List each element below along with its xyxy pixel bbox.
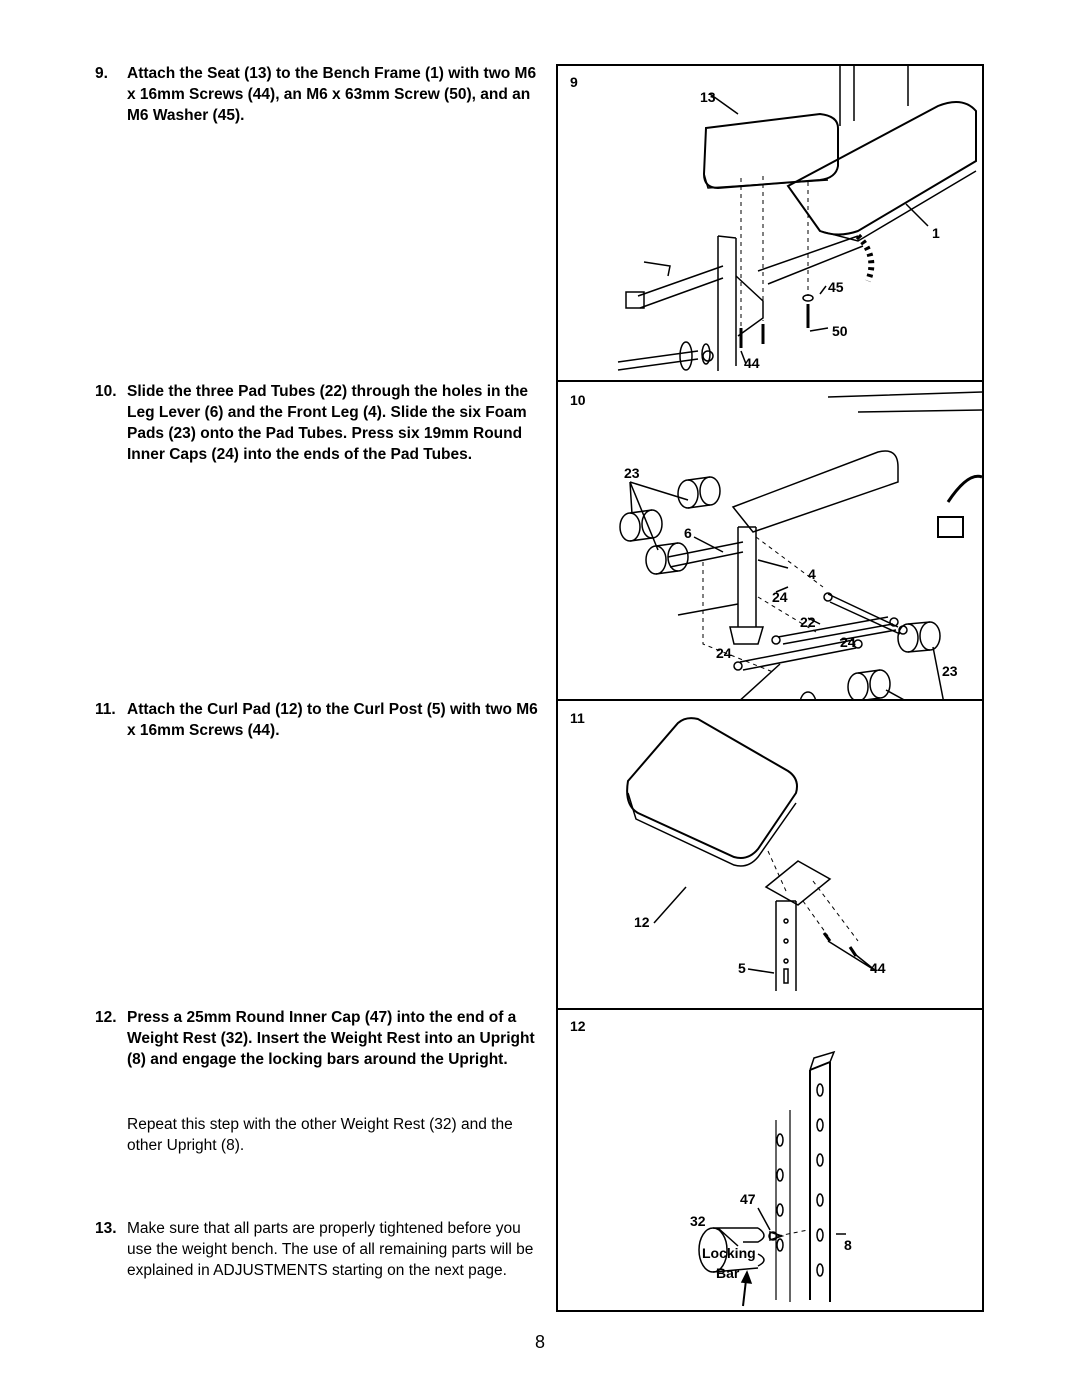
step-12: 12. Press a 25mm Round Inner Cap (47) in… (95, 1007, 545, 1070)
label-44: 44 (870, 960, 886, 976)
label-45: 45 (828, 279, 844, 295)
step-number: 9. (95, 65, 108, 82)
step-10: 10. Slide the three Pad Tubes (22) throu… (95, 381, 545, 465)
label-4: 4 (808, 566, 816, 582)
figure-9-number: 9 (570, 74, 578, 90)
figure-divider (558, 699, 982, 701)
label-44: 44 (744, 355, 760, 371)
label-bar: Bar (716, 1265, 740, 1281)
figure-divider (558, 380, 982, 382)
step-number: 12. (95, 1009, 117, 1026)
step-text: Press a 25mm Round Inner Cap (47) into t… (127, 1009, 535, 1068)
label-22: 22 (800, 614, 816, 630)
label-24-b: 24 (840, 634, 856, 650)
label-24-c: 24 (716, 645, 732, 661)
step-number: 13. (95, 1220, 117, 1237)
label-1: 1 (932, 225, 940, 241)
figure-divider (558, 1008, 982, 1010)
step-13: 13. Make sure that all parts are properl… (95, 1218, 545, 1281)
label-12: 12 (634, 914, 650, 930)
label-5: 5 (738, 960, 746, 976)
figure-12-number: 12 (570, 1018, 586, 1034)
label-8: 8 (844, 1237, 852, 1253)
figure-frame: 9 (556, 64, 984, 1312)
figure-9-seat-assembly: 13 1 45 50 44 (617, 66, 977, 371)
step-text: Slide the three Pad Tubes (22) through t… (127, 383, 529, 463)
label-23-bottom: 23 (942, 663, 958, 679)
step-9: 9. Attach the Seat (13) to the Bench Fra… (95, 63, 545, 126)
label-32: 32 (690, 1213, 706, 1229)
label-6: 6 (684, 525, 692, 541)
step-number: 11. (95, 701, 116, 718)
figure-10-bottom-labels: 24 23 (716, 645, 958, 679)
label-23-top: 23 (624, 465, 640, 481)
step-11: 11. Attach the Curl Pad (12) to the Curl… (95, 699, 545, 741)
locking-bar-label: Locking Bar (702, 1245, 756, 1281)
step-text: Make sure that all parts are properly ti… (127, 1220, 534, 1279)
figure-10-number: 10 (570, 392, 586, 408)
page-number: 8 (534, 1332, 545, 1352)
step-12-note: Repeat this step with the other Weight R… (127, 1116, 513, 1154)
label-50: 50 (832, 323, 848, 339)
step-text: Attach the Curl Pad (12) to the Curl Pos… (127, 701, 538, 739)
figure-11-curl-pad: 12 5 44 (626, 717, 886, 991)
figure-11-number: 11 (570, 710, 585, 726)
label-47: 47 (740, 1191, 756, 1207)
figure-12-weight-rest: 47 32 8 (690, 1050, 852, 1307)
step-number: 10. (95, 383, 117, 400)
label-locking: Locking (702, 1245, 756, 1261)
label-13: 13 (700, 89, 716, 105)
step-text: Attach the Seat (13) to the Bench Frame … (127, 65, 537, 124)
figure-10-pad-assembly: 23 6 4 24 22 24 (619, 391, 982, 700)
label-24-a: 24 (772, 589, 788, 605)
